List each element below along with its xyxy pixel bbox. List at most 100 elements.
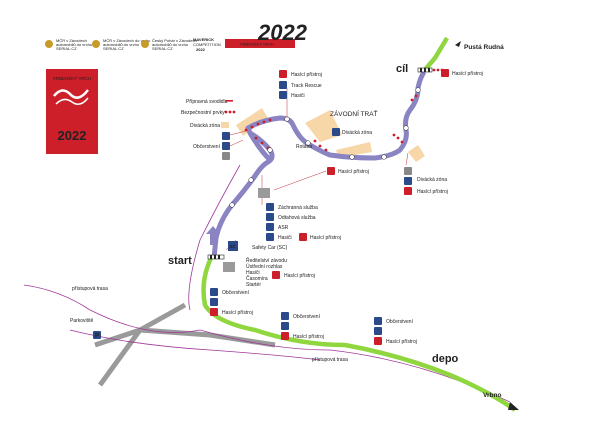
refreshment-stand-icon [222, 152, 230, 160]
access-route-label-2: přístupová trasa [312, 357, 348, 363]
firemen-top-label: Hasiči [291, 93, 305, 99]
legend-spectator-label: Divácká zóna [190, 123, 220, 129]
service-mid: Divácká zóna Rotátor Hasící přístroj [296, 128, 372, 175]
sponsor-3-line3: SERIAL.CZ [152, 46, 173, 51]
legend-spectator-swatch [221, 122, 229, 128]
refreshment-icon [332, 128, 340, 136]
spectator-mid-label: Divácká zóna [342, 130, 372, 136]
officials-line-3: Hasiči [246, 270, 260, 276]
race-track [211, 70, 427, 259]
rescue-label: Záchranná služba [278, 205, 318, 211]
service-right: Divácká zóna Hasící přístroj [404, 167, 448, 195]
sponsor-1-line1: MČR v Závodech [56, 38, 87, 43]
sponsor-4: MAVERICK COMPETITION 2022 [193, 37, 221, 52]
firemen-low-label: Hasiči [278, 235, 292, 241]
medical-cross-icon [279, 81, 287, 89]
parking-icon [93, 331, 101, 339]
tow-truck-icon [266, 213, 274, 221]
green-route-north [421, 36, 449, 74]
sponsor-2-line1: MČR v Závodech do vrchu [103, 38, 150, 43]
toilet-icon [404, 177, 412, 185]
parking: Parkoviště P [70, 318, 101, 340]
safety-car-icon [228, 241, 238, 251]
access-route-label-1: přístupová trasa [72, 286, 108, 292]
fire-extinguisher-icon [441, 69, 449, 77]
service-building [258, 188, 270, 198]
toilet-icon [222, 142, 230, 150]
south-arrow-icon [508, 402, 519, 410]
start-area: start SC Ředitelství závodu Ústřední roz… [168, 226, 315, 288]
refreshment-icon [281, 312, 289, 320]
north-arrow-icon [455, 41, 461, 47]
sponsor-5: VRBENSKY VRCH [225, 39, 295, 48]
refresh-1-label: Občerstvení [222, 290, 250, 296]
officials-line-5: Startér [246, 282, 261, 288]
firefighter-icon [279, 91, 287, 99]
sponsor-5-line1: VRBENSKY VRCH [240, 42, 274, 47]
fire-right-label: Hasící přístroj [417, 189, 448, 195]
fire-extinguisher-icon [404, 187, 412, 195]
officials-line-4: Časomíra [246, 275, 268, 282]
sponsor-strip: MČR v Závodech automobilů do vrchu SERIA… [45, 20, 308, 52]
rotator-label: Rotátor [296, 144, 313, 150]
ambulance-icon [266, 203, 274, 211]
sponsor-4-line3: 2022 [196, 47, 206, 52]
km-posts [211, 87, 421, 235]
safety-car-label: Safety Car (SC) [252, 245, 288, 251]
logo-name: VRBENSKÝ VRCH [53, 75, 92, 81]
safety-car-badge-text: SC [230, 244, 237, 249]
fire-start-label: Hasící přístroj [284, 273, 315, 279]
legend-barrier-label: Přípravná svodidla [186, 99, 228, 105]
legend-refresh-label: Občerstvení [193, 144, 221, 150]
sponsor-2-line2: automobilů do vrchu [103, 42, 139, 47]
finish-area: cíl Hasící přístroj Pustá Rudná [396, 41, 504, 77]
towing-label: Odtahová služba [278, 215, 316, 221]
refreshment-icon [374, 317, 382, 325]
parking-icon-letter: P [95, 334, 99, 340]
legend-safety-label: Bezpečnostní prvky [181, 110, 225, 116]
fire-5-label: Hasící přístroj [293, 334, 324, 340]
fire-extinguisher-icon [374, 337, 382, 345]
firefighter-icon [266, 233, 274, 241]
finish-line [417, 67, 433, 73]
fire-top-label: Hasící přístroj [291, 72, 322, 78]
logo-year: 2022 [58, 128, 87, 143]
south-town-label: Vrbno [483, 392, 501, 399]
roads [94, 302, 276, 387]
north-town-label: Pustá Rudná [464, 44, 504, 51]
sponsor-1-line2: automobilů do vrchu [56, 42, 92, 47]
safety-elements [244, 68, 444, 152]
refreshment-stand-icon [404, 167, 412, 175]
green-route-south [201, 254, 517, 412]
refresh-2-label: Občerstvení [293, 314, 321, 320]
service-lower-left: Občerstvení Hasící přístroj [210, 288, 253, 316]
fire-4-label: Hasící přístroj [222, 310, 253, 316]
track-hairpin [247, 131, 272, 162]
medical-cross-icon [266, 223, 274, 231]
legend: Přípravná svodidla Bezpečnostní prvky Di… [181, 99, 236, 160]
track-rescue-label: Track Rescue [291, 83, 322, 89]
race-office-building [223, 262, 235, 272]
legend-safety-swatch [224, 110, 236, 114]
access-routes [23, 164, 511, 403]
watermark-year: 2022 [257, 20, 308, 45]
fire-extinguisher-icon [299, 233, 307, 241]
refreshment-icon [210, 288, 218, 296]
spectator-right-label: Divácká zóna [417, 177, 447, 183]
service-top: Hasící přístroj Track Rescue Hasiči [279, 70, 322, 99]
parking-label: Parkoviště [70, 318, 94, 324]
sponsor-2-line3: SERIAL.CZ [103, 46, 124, 51]
officials-line-1: Ředitelství závodu [246, 256, 287, 264]
fire-extinguisher-icon [272, 271, 280, 279]
fire-extinguisher-icon [327, 167, 335, 175]
fire-mid-label: Hasící přístroj [338, 169, 369, 175]
fire-extinguisher-icon [281, 332, 289, 340]
fire-extinguisher-icon [279, 70, 287, 78]
legend-barrier-swatch [225, 100, 233, 102]
service-bottom-right: Občerstvení Hasící přístroj [374, 317, 417, 345]
sponsor-4-line1: MAVERICK [193, 37, 214, 42]
finish-fire-label: Hasící přístroj [452, 71, 483, 77]
sponsor-3-line1: Český Pohár v Závodech [152, 38, 197, 43]
toilet-icon [210, 298, 218, 306]
track-name: ZÁVODNÍ TRAŤ [330, 109, 378, 118]
